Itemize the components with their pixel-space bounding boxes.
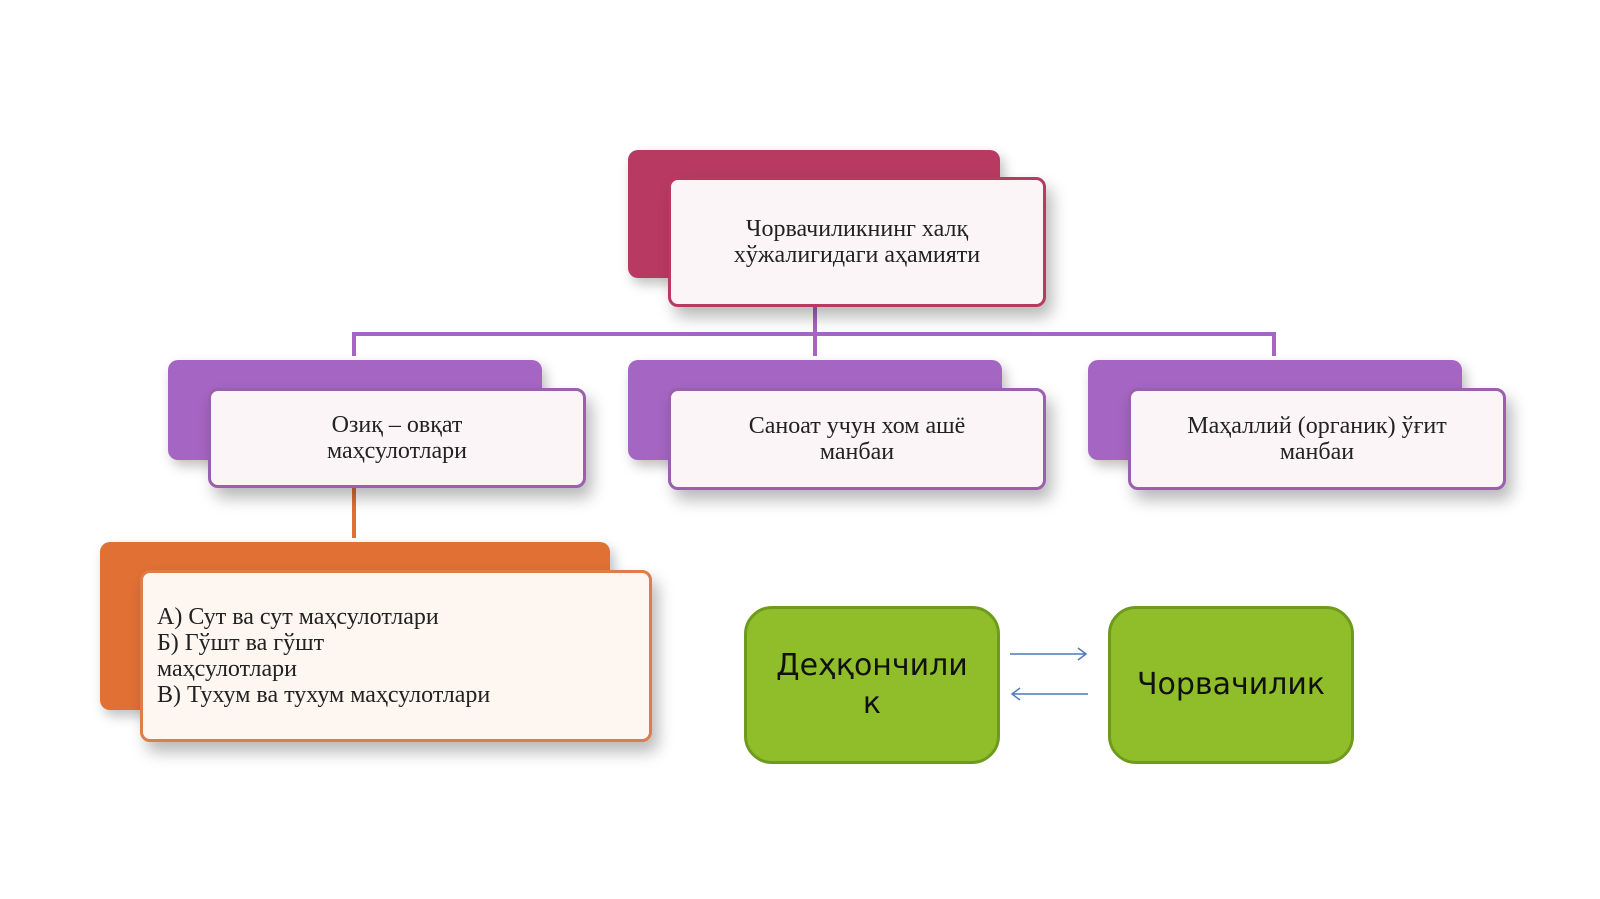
branch-industry: Саноат учун хом ашё манбаи bbox=[668, 388, 1046, 490]
branch-industry-line2: манбаи bbox=[819, 439, 895, 465]
root-node: Чорвачиликнинг халқ хўжалигидаги аҳамият… bbox=[668, 177, 1046, 307]
products-node: А) Сут ва сут маҳсулотлари Б) Гўшт ва гў… bbox=[140, 570, 652, 742]
farming-node-line1: Деҳқончили bbox=[776, 648, 968, 683]
root-to-branches-connector bbox=[352, 302, 1276, 356]
root-node-line1: Чорвачиликнинг халқ bbox=[745, 216, 969, 242]
arrow-right-icon bbox=[1010, 647, 1088, 661]
branch-food-line2: маҳсулотлари bbox=[327, 438, 467, 464]
livestock-node-label: Чорвачилик bbox=[1136, 667, 1326, 702]
branch-fertilizer: Маҳаллий (органик) ўғит манбаи bbox=[1128, 388, 1506, 490]
arrow-left-icon bbox=[1010, 687, 1088, 701]
livestock-node: Чорвачилик bbox=[1108, 606, 1354, 764]
branch-fertilizer-line2: манбаи bbox=[1279, 439, 1355, 465]
product-item-meat: Б) Гўшт ва гўшт bbox=[157, 630, 325, 656]
farming-node-line2: к bbox=[862, 686, 882, 721]
branch-food-line1: Озиқ – овқат bbox=[331, 412, 463, 438]
root-node-line2: хўжалигидаги аҳамияти bbox=[733, 242, 981, 268]
product-item-meat-cont: маҳсулотлари bbox=[157, 656, 297, 682]
farming-node: Деҳқончили к bbox=[744, 606, 1000, 764]
cycle-arrows bbox=[1010, 647, 1088, 701]
product-item-milk: А) Сут ва сут маҳсулотлари bbox=[157, 604, 439, 630]
branch-fertilizer-line1: Маҳаллий (органик) ўғит bbox=[1187, 413, 1447, 439]
product-item-eggs: В) Тухум ва тухум маҳсулотлари bbox=[157, 682, 491, 708]
branch-industry-line1: Саноат учун хом ашё bbox=[748, 413, 966, 439]
branch-food: Озиқ – овқат маҳсулотлари bbox=[208, 388, 586, 488]
